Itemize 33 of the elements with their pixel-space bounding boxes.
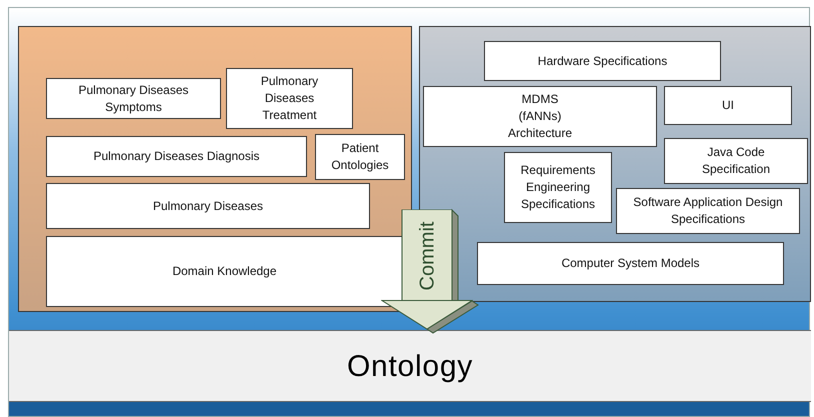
component-box bbox=[226, 68, 353, 129]
node-label: Ontology bbox=[346, 348, 474, 384]
block-arrow bbox=[382, 208, 479, 334]
node-label: Patient Ontologies bbox=[330, 140, 390, 174]
component-box bbox=[477, 242, 784, 285]
node-label: Pulmonary Diseases Symptoms bbox=[77, 82, 190, 116]
node-label: Domain Knowledge bbox=[172, 263, 277, 280]
component-box bbox=[423, 86, 657, 147]
edge-label: Commit bbox=[415, 221, 439, 290]
node-label: Java Code Specification bbox=[700, 144, 772, 178]
component-box bbox=[616, 188, 800, 234]
component-box bbox=[46, 136, 307, 177]
component-box bbox=[664, 138, 808, 184]
component-box bbox=[315, 134, 405, 180]
node-label: Hardware Specifications bbox=[538, 52, 668, 70]
node-label: Pulmonary Diseases bbox=[152, 198, 264, 214]
component-box bbox=[46, 236, 403, 307]
node-label: Pulmonary Diseases Treatment bbox=[260, 73, 320, 124]
node-label: MDMS (fANNs) Architecture bbox=[506, 91, 574, 142]
node-label: Pulmonary Diseases Diagnosis bbox=[93, 148, 260, 165]
node-label: Requirements Engineering Specifications bbox=[520, 162, 596, 213]
component-box bbox=[484, 41, 721, 81]
node-label: Computer System Models bbox=[561, 255, 700, 272]
panel-background bbox=[8, 7, 810, 417]
component-box bbox=[46, 183, 370, 229]
component-box bbox=[46, 78, 221, 119]
component-box bbox=[504, 152, 612, 223]
layer-bar bbox=[9, 330, 811, 402]
panel-background bbox=[419, 26, 811, 302]
panel-background bbox=[18, 26, 412, 312]
node-label: Software Application Design Specifications bbox=[633, 194, 783, 228]
node-label: UI bbox=[722, 97, 734, 114]
component-box bbox=[664, 86, 792, 125]
